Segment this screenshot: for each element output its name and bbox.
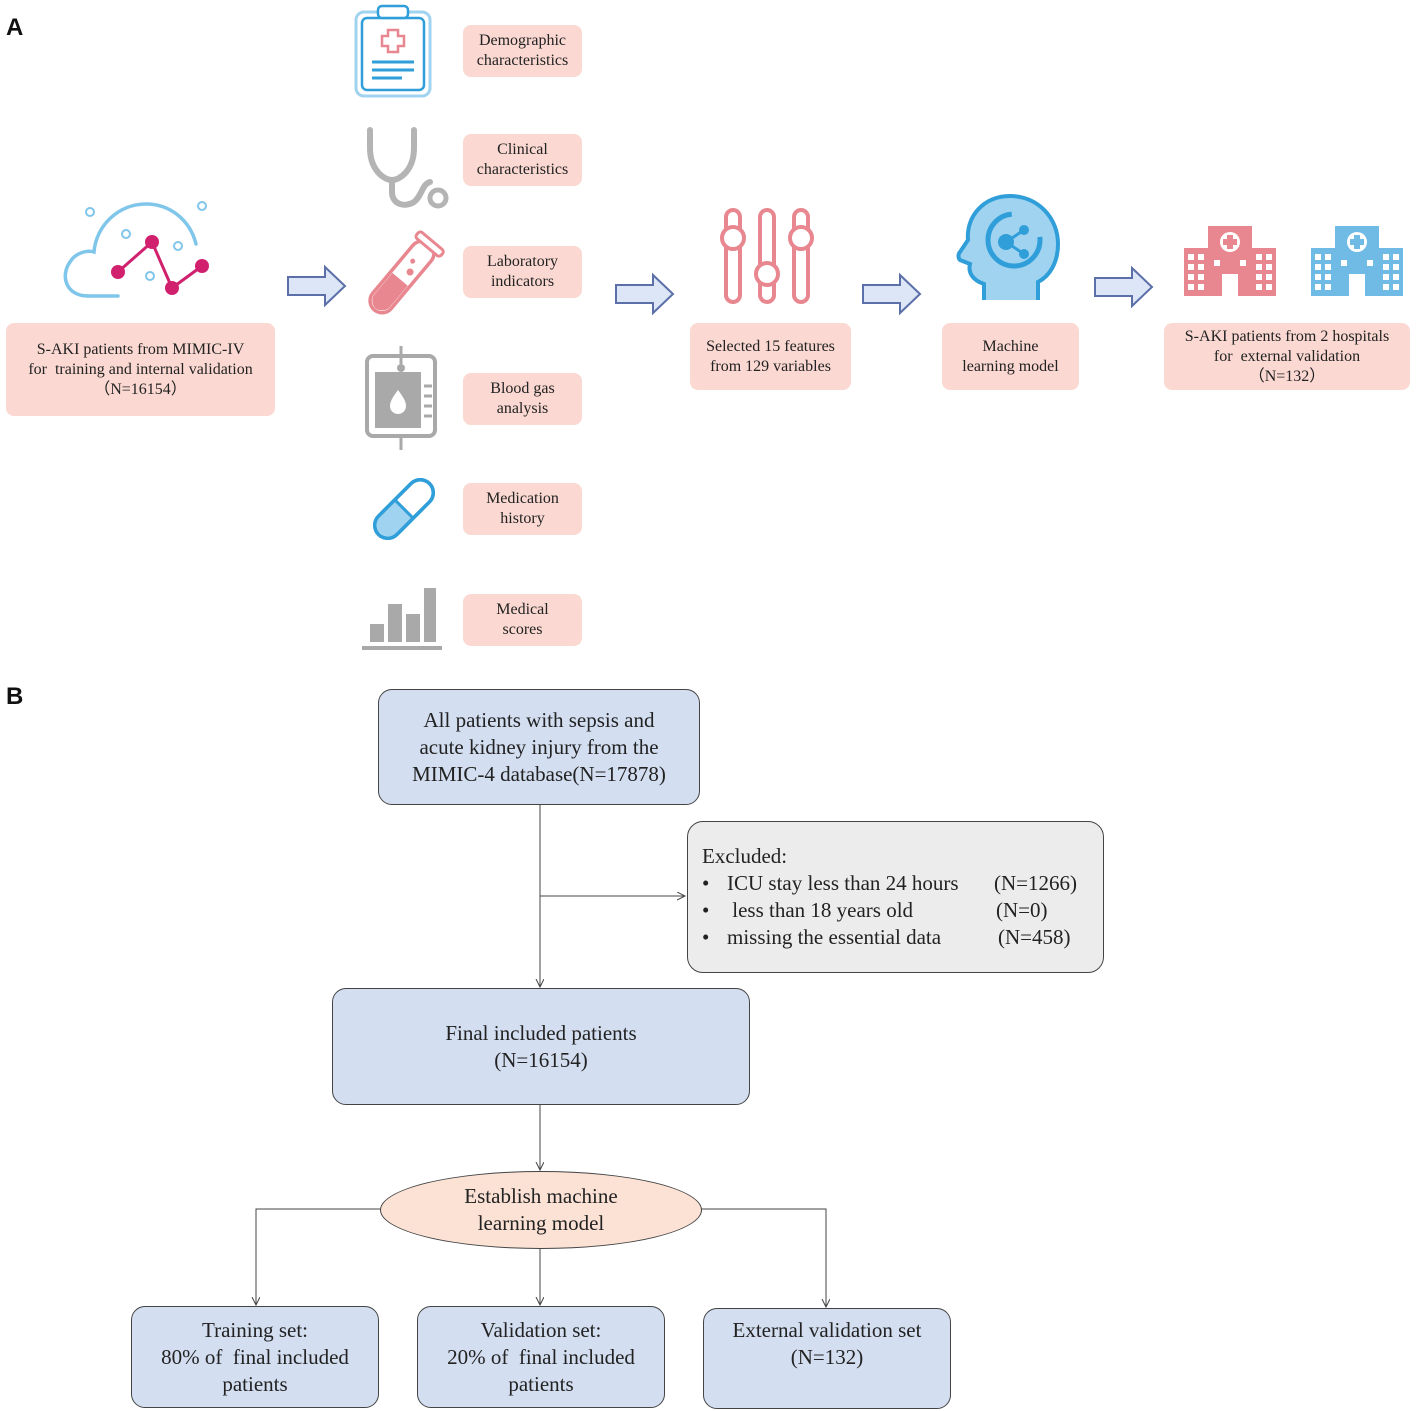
category-demographic-line-2: characteristics — [476, 52, 569, 69]
category-blood-gas-line-2: analysis — [496, 400, 549, 417]
panel-b-label: B — [6, 683, 24, 710]
validation-set-line-3: patients — [508, 1371, 574, 1396]
category-blood-gas: Blood gas analysis — [463, 373, 582, 425]
category-demographic: Demographic characteristics — [463, 25, 582, 77]
source-cohort-box: S-AKI patients from MIMIC-IV for trainin… — [6, 323, 275, 416]
establish-model-line-2: learning model — [477, 1211, 605, 1235]
external-cohort-box: S-AKI patients from 2 hospitals for exte… — [1164, 323, 1410, 390]
category-clinical-line-1: Clinical — [497, 141, 548, 158]
establish-model-ellipse: Establish machine learning model — [380, 1171, 702, 1249]
external-validation-line-1: External validation set — [732, 1318, 922, 1342]
selected-features-box: Selected 15 features from 129 variables — [690, 323, 851, 390]
category-medical-scores-line-2: scores — [502, 621, 543, 638]
panel-a-label: A — [6, 14, 24, 41]
excluded-bullet: • — [702, 871, 710, 895]
ml-model-box: Machine learning model — [942, 323, 1079, 390]
excluded-item-count: (N=0) — [996, 898, 1048, 922]
final-included-line-1: Final included patients — [445, 1020, 637, 1045]
excluded-item-count: (N=1266) — [994, 871, 1077, 895]
final-included-line-2: (N=16154) — [494, 1047, 588, 1072]
blood-bag-icon — [364, 346, 438, 455]
source-cohort-line-1: S-AKI patients from MIMIC-IV — [36, 340, 245, 358]
training-set-box: Training set: 80% of final included pati… — [131, 1306, 379, 1408]
external-cohort-line-3: （N=132） — [1248, 367, 1326, 385]
excluded-item-text: less than 18 years old — [727, 898, 914, 922]
excluded-item-count: (N=458) — [998, 925, 1071, 949]
excluded-item-text: ICU stay less than 24 hours — [727, 871, 959, 895]
capsule-icon — [366, 472, 442, 551]
validation-set-line-2: 20% of final included — [447, 1344, 635, 1369]
external-cohort-line-2: for external validation — [1213, 347, 1361, 365]
test-tube-icon — [360, 230, 445, 323]
excluded-item-text: missing the essential data — [727, 925, 942, 949]
training-set-line-1: Training set: — [202, 1317, 308, 1342]
cloud-data-icon — [58, 196, 218, 311]
excluded-title: Excluded: — [702, 844, 788, 868]
flow-arrow-2 — [615, 272, 675, 320]
external-cohort-line-1: S-AKI patients from 2 hospitals — [1184, 327, 1390, 345]
training-set-line-3: patients — [222, 1371, 288, 1396]
all-patients-box: All patients with sepsis and acute kidne… — [378, 689, 700, 805]
hospital-pink-icon — [1184, 222, 1276, 303]
category-medical-scores-line-1: Medical — [496, 601, 549, 618]
all-patients-line-2: acute kidney injury from the — [419, 734, 659, 759]
flow-arrow-4 — [1094, 265, 1154, 313]
category-demographic-line-1: Demographic — [478, 32, 567, 49]
validation-set-box: Validation set: 20% of final included pa… — [417, 1306, 665, 1408]
stethoscope-icon — [362, 126, 452, 217]
excluded-box: Excluded: • ICU stay less than 24 hours … — [687, 821, 1104, 973]
flow-arrow-1 — [287, 264, 347, 312]
category-laboratory-line-1: Laboratory — [486, 253, 559, 270]
validation-set-line-1: Validation set: — [480, 1317, 602, 1342]
establish-model-line-1: Establish machine — [464, 1184, 618, 1208]
ai-head-icon — [954, 192, 1064, 309]
bar-chart-icon — [362, 586, 442, 657]
all-patients-line-1: All patients with sepsis and — [423, 707, 655, 732]
hospital-blue-icon — [1311, 222, 1403, 303]
ml-model-line-1: Machine — [982, 337, 1039, 355]
category-medication-line-1: Medication — [486, 490, 559, 507]
category-medication-line-2: history — [500, 510, 545, 527]
flow-arrow-3 — [862, 272, 922, 320]
feature-selection-sliders-icon — [718, 208, 818, 311]
selected-features-line-1: Selected 15 features — [706, 337, 835, 355]
clipboard-icon — [352, 4, 434, 103]
ml-model-line-2: learning model — [962, 357, 1059, 375]
category-clinical: Clinical characteristics — [463, 134, 582, 186]
final-included-box: Final included patients (N=16154) — [332, 988, 750, 1105]
source-cohort-line-2: for training and internal validation — [28, 360, 253, 378]
category-laboratory-line-2: indicators — [490, 273, 555, 290]
category-medical-scores: Medical scores — [463, 594, 582, 646]
excluded-bullet: • — [702, 898, 710, 922]
external-validation-set-box: External validation set (N=132) — [703, 1308, 951, 1409]
training-set-line-2: 80% of final included — [161, 1344, 349, 1369]
excluded-bullet: • — [702, 925, 710, 949]
all-patients-line-3: MIMIC-4 database(N=17878) — [412, 761, 666, 786]
selected-features-line-2: from 129 variables — [710, 357, 831, 375]
external-validation-line-2: (N=132) — [790, 1345, 864, 1369]
category-medication: Medication history — [463, 483, 582, 535]
category-clinical-line-2: characteristics — [476, 161, 569, 178]
source-cohort-line-3: （N=16154） — [94, 380, 187, 398]
category-blood-gas-line-1: Blood gas — [490, 380, 555, 397]
category-laboratory: Laboratory indicators — [463, 246, 582, 298]
